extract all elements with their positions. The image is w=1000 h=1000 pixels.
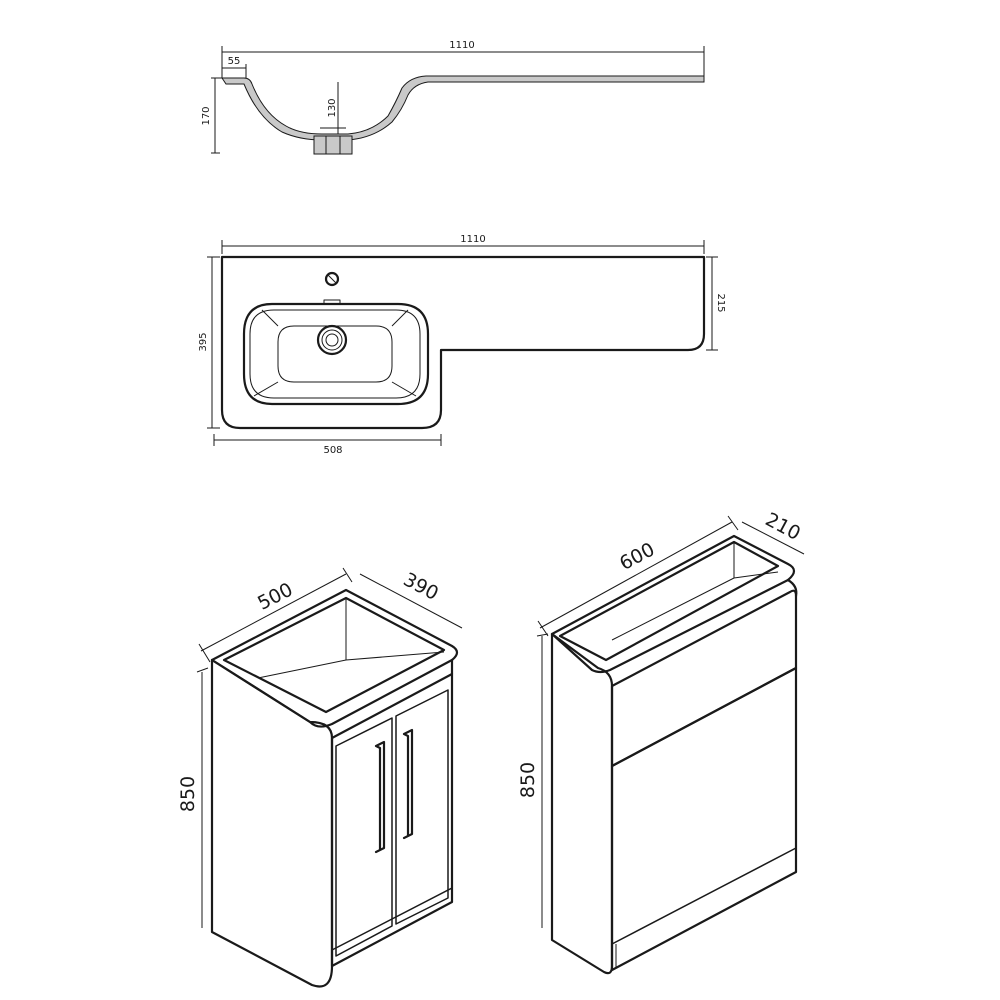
wc-plinth xyxy=(611,847,797,971)
wc-height-label: 850 xyxy=(517,762,539,798)
basin-section-profile xyxy=(221,75,705,155)
wc-depth-dimension: 210 xyxy=(741,508,805,555)
wc-width-dimension: 600 xyxy=(537,515,739,637)
vanity-depth-label: 390 xyxy=(400,568,442,604)
basin-waste-icon xyxy=(316,324,348,356)
plan-shelf-label: 215 xyxy=(715,293,726,312)
plan-depth-dimension: 395 xyxy=(198,256,220,429)
section-height-label: 170 xyxy=(201,106,212,125)
vanity-plinth xyxy=(331,887,453,967)
wc-front-upper-panel xyxy=(610,589,798,768)
plan-depth-label: 395 xyxy=(198,332,209,351)
waste-outlet xyxy=(313,135,353,155)
section-lip-label: 55 xyxy=(228,56,241,67)
tap-hole-icon xyxy=(324,271,340,287)
section-lip-dimension: 55 xyxy=(222,56,247,80)
vanity-width-label: 500 xyxy=(254,579,296,615)
vanity-top-frame xyxy=(210,588,459,728)
wc-front-lower-panel xyxy=(610,666,798,972)
basin-bowl xyxy=(242,299,430,406)
vanity-handle-right[interactable] xyxy=(402,728,414,840)
vanity-handle-left[interactable] xyxy=(374,740,386,854)
wc-inner-cavity xyxy=(558,540,780,662)
wc-width-label: 600 xyxy=(616,538,658,574)
vanity-depth-dimension: 390 xyxy=(359,568,463,629)
vanity-door-left[interactable] xyxy=(335,717,393,957)
section-width-dimension: 1110 xyxy=(221,40,705,78)
basin-outline xyxy=(220,255,706,430)
wc-unit: 600 210 850 xyxy=(517,508,805,975)
section-width-label: 1110 xyxy=(449,40,474,51)
section-bowl-depth-label: 130 xyxy=(327,98,338,117)
vanity-width-dimension: 500 xyxy=(198,567,353,663)
plan-width-dimension: 1110 xyxy=(221,234,705,254)
vanity-door-right[interactable] xyxy=(395,689,449,925)
plan-basin-width-dimension: 508 xyxy=(213,434,442,456)
section-bowl-depth-dimension: 130 xyxy=(327,82,339,138)
vanity-inner-cavity xyxy=(222,596,446,714)
wc-depth-label: 210 xyxy=(762,508,804,544)
section-height-dimension: 170 xyxy=(201,77,226,154)
wc-side-panel xyxy=(550,632,614,975)
plan-shelf-dimension: 215 xyxy=(706,256,726,351)
wc-height-dimension: 850 xyxy=(517,633,549,928)
vanity-unit: 500 390 850 xyxy=(177,567,463,988)
plan-basin-width-label: 508 xyxy=(323,445,342,456)
vanity-side-panel xyxy=(210,658,334,988)
vanity-height-dimension: 850 xyxy=(177,667,209,928)
plan-view: 1110 395 215 508 xyxy=(198,234,726,456)
vanity-height-label: 850 xyxy=(177,776,199,812)
plan-width-label: 1110 xyxy=(460,234,485,245)
section-view: 1110 55 170 130 xyxy=(201,40,705,155)
